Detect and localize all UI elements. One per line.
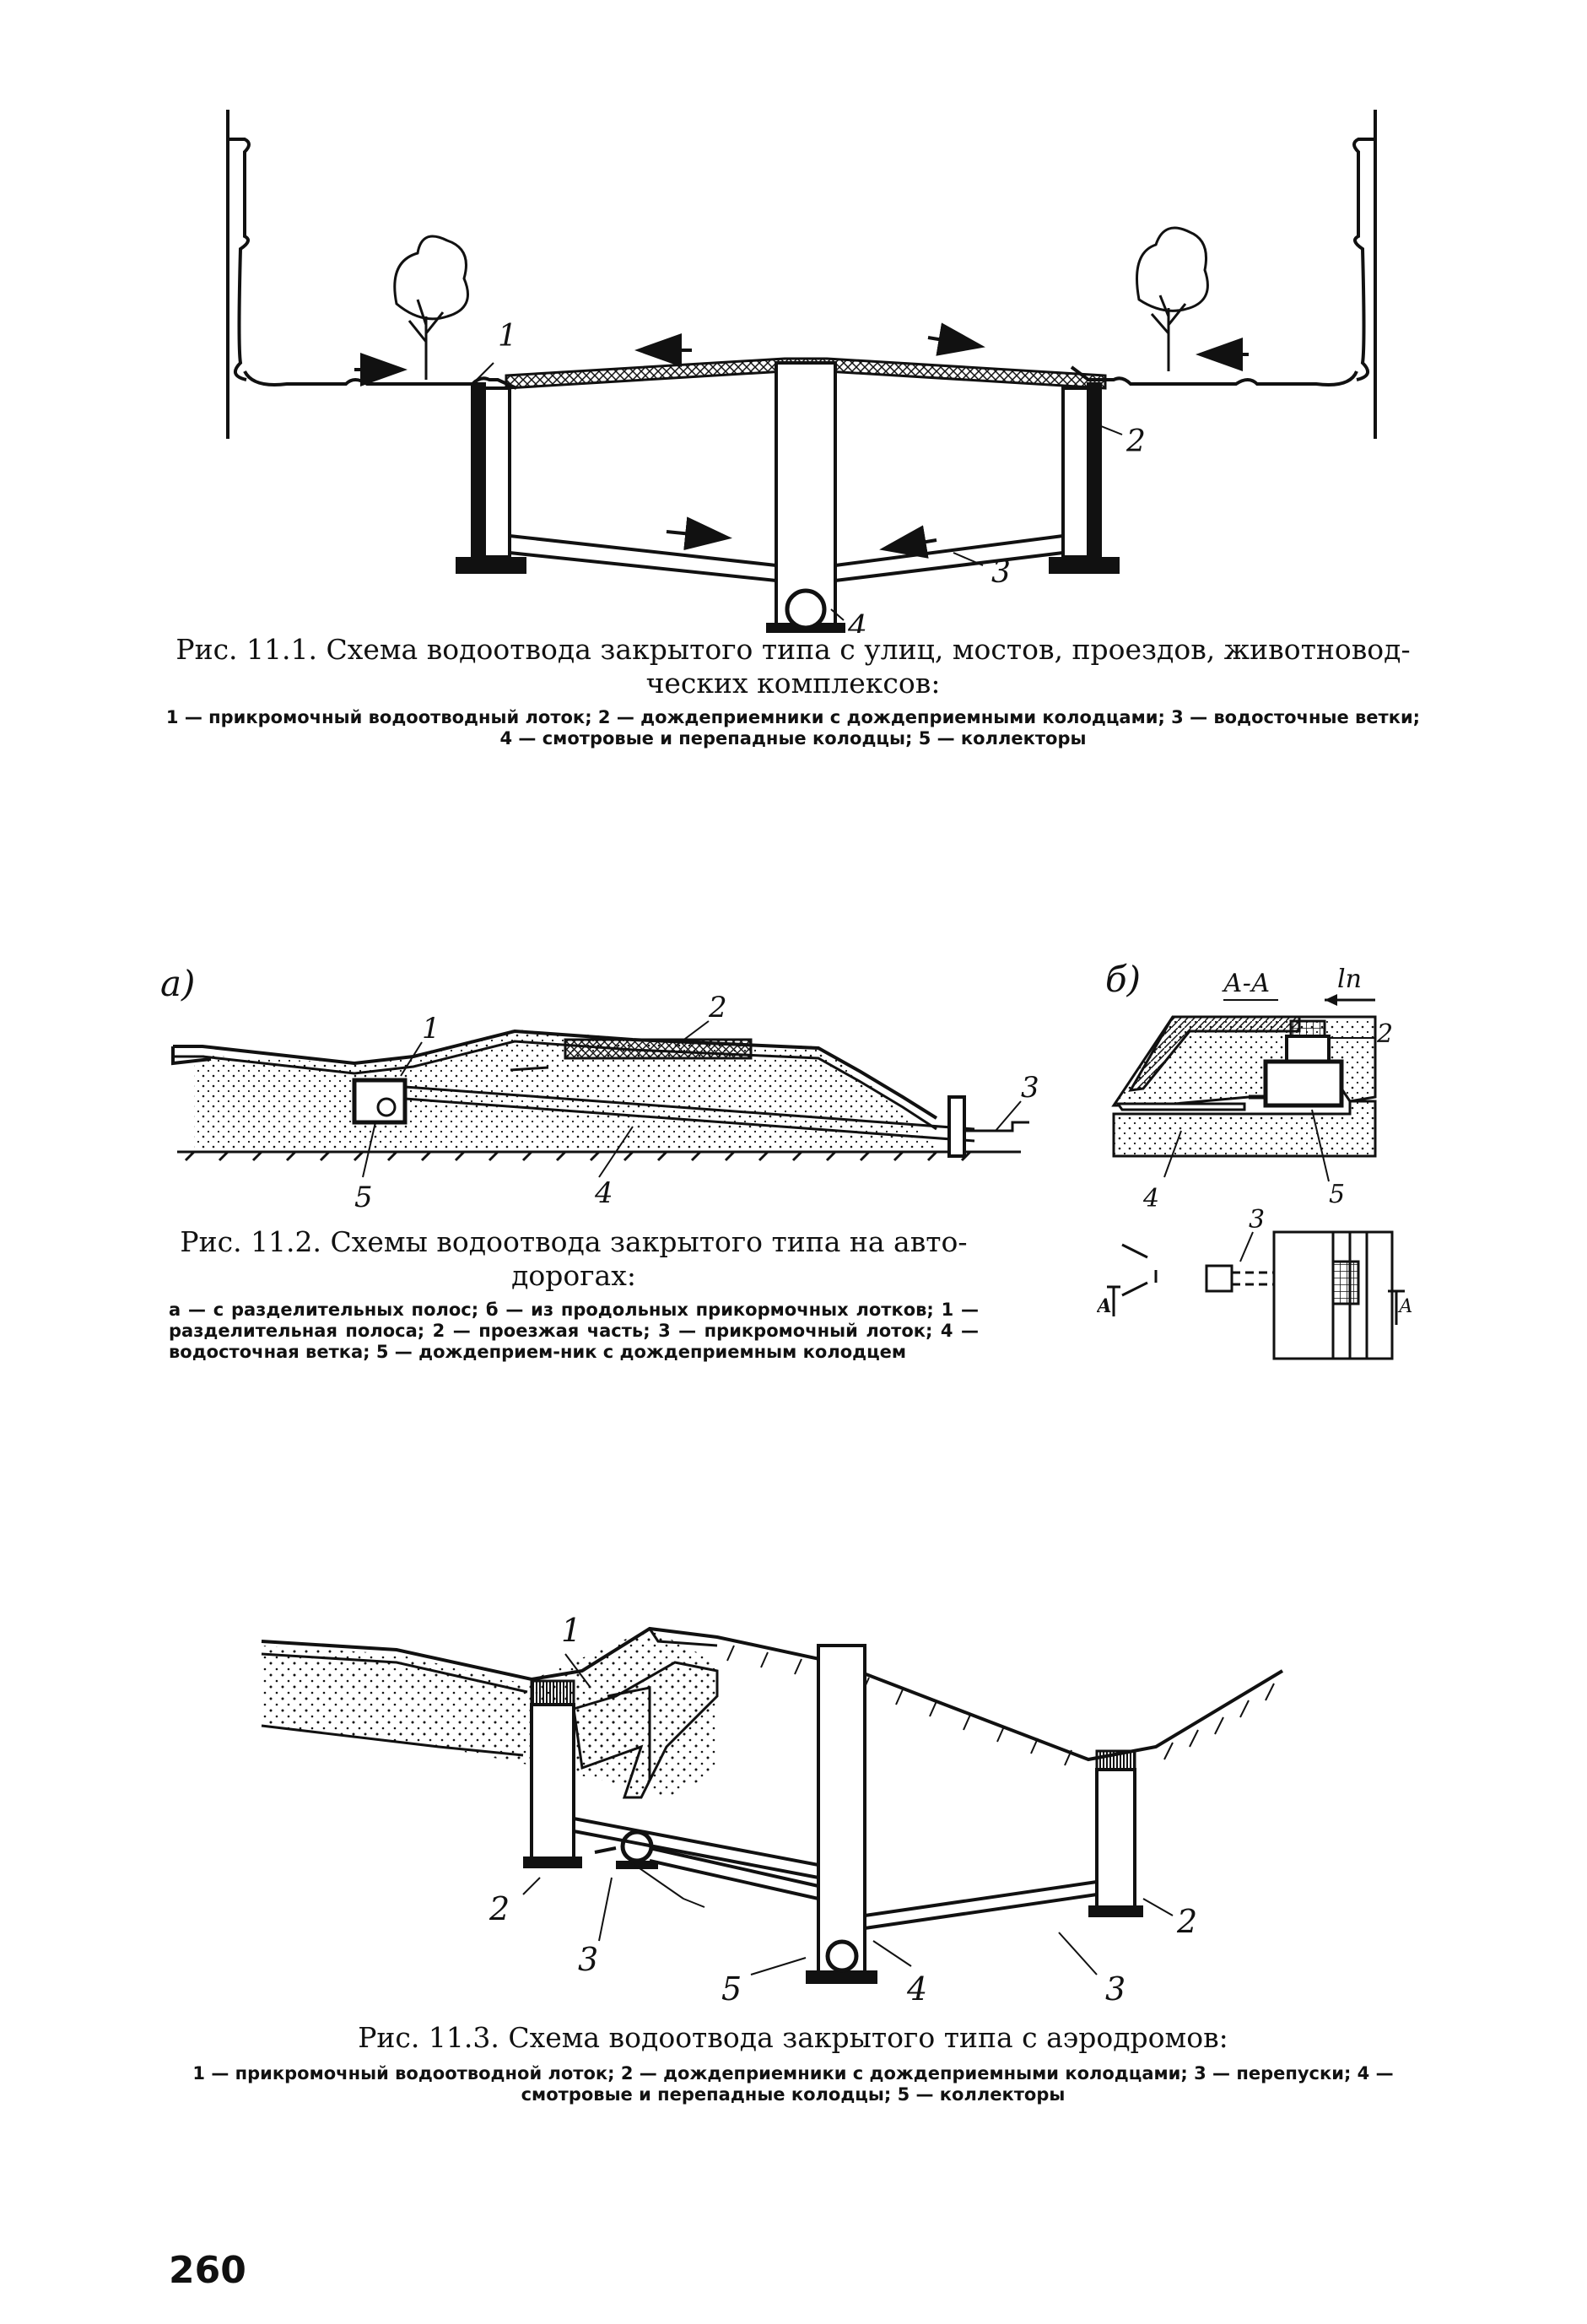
fig2-caption-legend: а — с разделительных полос; б — из продо… [169,1300,979,1362]
fig1-caption-title: Рис. 11.1. Схема водоотвода закрытого ти… [175,633,1411,700]
fig3-label-3-right: 3 [1105,1970,1125,2008]
figure-11-3-drawing: 1 2 2 3 3 4 5 [261,1612,1284,2008]
fig3-label-2-left: 2 [489,1890,510,1927]
fig2b-label-2: 2 [1376,1019,1393,1049]
fig2b-label-5: 5 [1329,1180,1345,1209]
fig2b-label-3: 3 [1249,1205,1265,1235]
fig1-label-3: 3 [991,555,1011,590]
fig2-panel-a-label: а) [160,963,195,1004]
fig2b-marker-right: А [1397,1296,1413,1317]
fig1-label-1: 1 [498,319,517,354]
fig2a-label-4: 4 [594,1176,613,1210]
fig1-label-2: 2 [1125,424,1146,459]
fig3-caption-legend: 1 — прикромочный водоотводной лоток; 2 —… [192,2063,1394,2105]
fig2a-label-1: 1 [422,1012,440,1046]
fig3-label-1: 1 [561,1612,581,1649]
fig2-panel-b-label: б) [1105,959,1141,1000]
figure-11-2a-drawing: а) 1 2 3 4 5 [160,963,1039,1214]
fig3-label-5: 5 [721,1970,742,2008]
figure-11-1-drawing: 1 2 3 4 5 [226,110,1377,633]
fig2b-marker-left: А [1097,1295,1112,1317]
fig3-caption-title: Рис. 11.3. Схема водоотвода закрытого ти… [358,2021,1228,2054]
fig2-caption-title: Рис. 11.2. Схемы водоотвода закрытого ти… [180,1225,968,1292]
figure-11-2b-drawing: б) А-А lп 2 4 5 3 А А [1097,959,1413,1360]
fig1-label-4: 4 [847,610,867,633]
fig2a-label-2: 2 [708,991,727,1024]
fig3-label-3-left: 3 [578,1941,598,1978]
page-number: 260 [169,2249,246,2292]
fig1-caption-legend: 1 — прикромочный водоотводный лоток; 2 —… [165,707,1421,749]
fig2a-label-3: 3 [1021,1071,1039,1105]
fig2-section-label: А-А [1222,969,1271,998]
fig3-label-4: 4 [906,1970,927,2008]
fig2-dim-label: lп [1337,965,1362,994]
fig2a-label-5: 5 [354,1181,373,1214]
fig3-label-2-right: 2 [1176,1903,1197,1940]
fig2b-label-4: 4 [1142,1184,1159,1213]
